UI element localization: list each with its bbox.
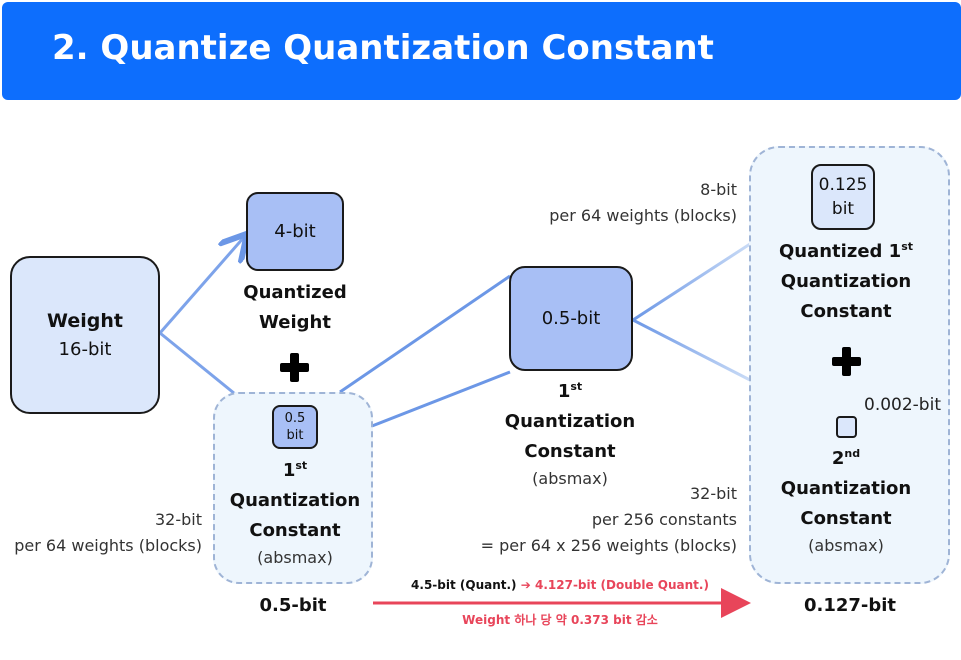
left-constant-box: 0.5 bit [272, 405, 318, 449]
right-arrow-icon: ➔ [520, 578, 531, 592]
arrow-note-bottom: Weight 하나 당 약 0.373 bit 감소 [462, 613, 658, 627]
right-constant-box-line1: 0.125 [818, 175, 868, 195]
middle-constant-label-1: Quantization [504, 411, 636, 432]
edge-middle-to-right-bottom [632, 318, 751, 382]
arrow-note-top: 4.5-bit (Quant.) ➔ 4.127-bit (Double Qua… [411, 578, 709, 592]
top-info-2: per 64 weights (blocks) [549, 206, 737, 225]
left-constant-label-2: Constant [249, 520, 341, 541]
weight-bits: 16-bit [58, 339, 112, 360]
top-info-1: 8-bit [700, 180, 737, 199]
left-info-1: 32-bit [154, 510, 202, 529]
middle-constant-note: (absmax) [532, 469, 608, 488]
weight-box: Weight 16-bit [10, 256, 160, 414]
edge-weight-to-4bit [158, 236, 245, 334]
middle-constant-ordinal: 1st [557, 380, 583, 402]
quantized-weight-label-1: Quantized [243, 282, 347, 303]
bottom-info-1: 32-bit [689, 484, 737, 503]
right-constant-box: 0.125 bit [811, 164, 875, 230]
middle-constant-label-2: Constant [524, 441, 616, 462]
middle-constant-box: 0.5-bit [509, 266, 633, 371]
second-constant-box [836, 416, 857, 438]
left-constant-ordinal: 1st [282, 459, 308, 481]
bottom-info-3: = per 64 x 256 weights (blocks) [480, 536, 737, 555]
left-total: 0.5-bit [259, 595, 327, 616]
edge-middle-to-right-top [632, 242, 751, 322]
bottom-info-2: per 256 constants [591, 510, 737, 529]
right-first-label-2: Quantization [780, 271, 912, 292]
quantized-weight-box: 4-bit [246, 192, 344, 271]
right-first-label-3: Constant [800, 301, 892, 322]
right-constant-box-line2: bit [831, 199, 855, 219]
weight-label: Weight [47, 310, 123, 332]
right-second-label-1: Quantization [780, 478, 912, 499]
left-constant-label-1: Quantization [229, 490, 361, 511]
right-second-ordinal: 2nd [831, 447, 861, 469]
edge-weight-to-constant [159, 331, 241, 400]
right-total: 0.127-bit [803, 595, 897, 616]
edge-constant-to-middle-top [339, 274, 511, 394]
right-second-note: (absmax) [808, 536, 884, 555]
left-info-2: per 64 weights (blocks) [14, 536, 202, 555]
edge-constant-to-middle-bottom [371, 370, 511, 428]
left-constant-note: (absmax) [257, 548, 333, 567]
left-constant-box-line1: 0.5 [284, 411, 306, 426]
right-first-label-1: Quantized 1st [778, 240, 914, 262]
middle-constant-bits: 0.5-bit [541, 308, 601, 329]
quantized-weight-bits: 4-bit [274, 221, 316, 242]
quantized-weight-label-2: Weight [259, 312, 331, 333]
page-title: 2. Quantize Quantization Constant [52, 28, 714, 68]
right-second-label-2: Constant [800, 508, 892, 529]
left-constant-box-line2: bit [286, 428, 304, 443]
title-banner: 2. Quantize Quantization Constant [2, 2, 961, 100]
second-constant-bits: 0.002-bit [864, 395, 941, 415]
